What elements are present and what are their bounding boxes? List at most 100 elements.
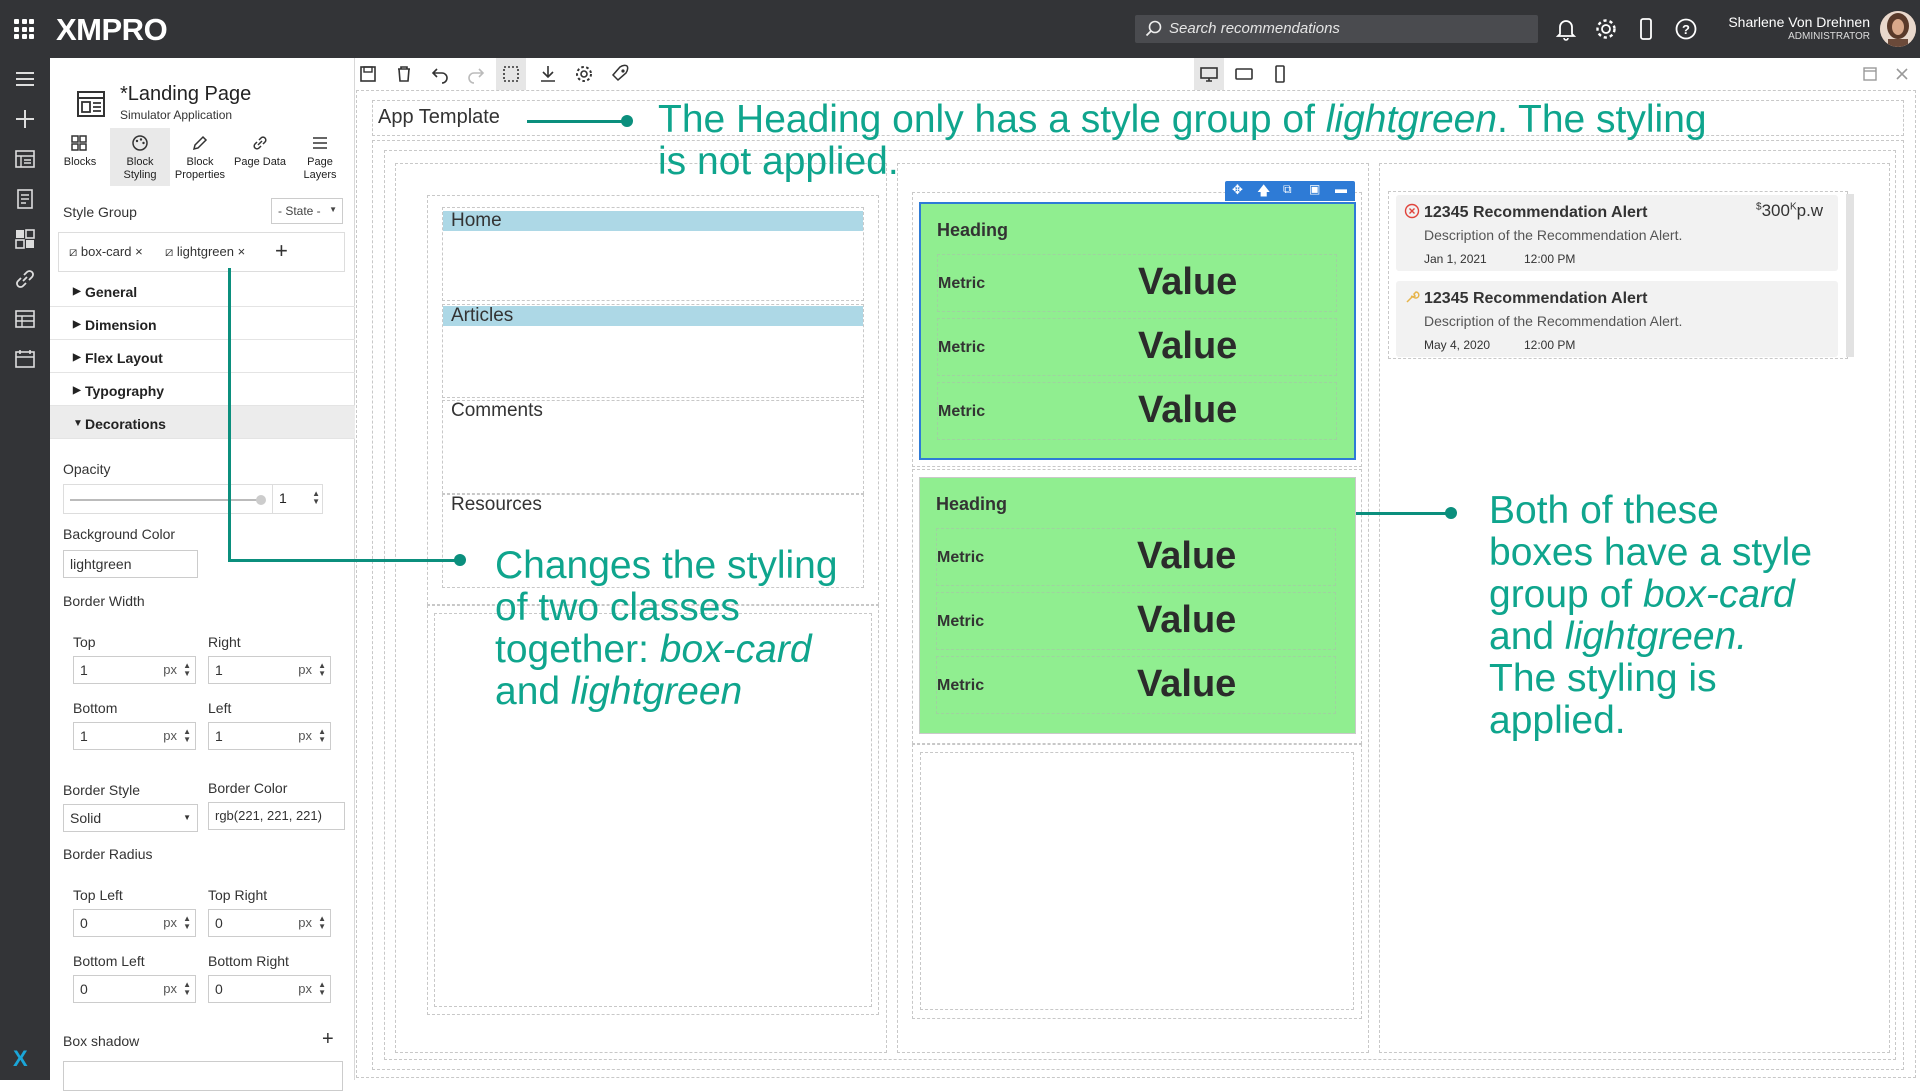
stepper-icon[interactable]: ▲▼	[318, 914, 326, 931]
table-icon[interactable]	[13, 307, 37, 331]
section-flex-layout[interactable]: ▶Flex Layout	[50, 340, 355, 373]
app-logo[interactable]: XMPRO	[56, 12, 168, 47]
dashboard-icon[interactable]	[13, 227, 37, 251]
tab-page-layers[interactable]: Page Layers	[290, 128, 350, 186]
delete-icon[interactable]	[392, 62, 416, 86]
maximize-icon[interactable]	[1858, 62, 1882, 86]
remove-tag-icon[interactable]: ×	[135, 244, 143, 259]
card-wrapper-2[interactable]	[912, 469, 1362, 744]
avatar[interactable]	[1880, 11, 1916, 47]
empty-block-left[interactable]	[427, 605, 879, 1015]
add-icon[interactable]	[13, 107, 37, 131]
close-icon[interactable]	[1890, 62, 1914, 86]
menu-item-articles[interactable]: Articles	[443, 306, 863, 326]
right-column[interactable]	[1379, 163, 1890, 1053]
opacity-input[interactable]: 1▲▼	[272, 485, 324, 513]
stepper-icon[interactable]: ▲▼	[183, 661, 191, 678]
app-template-header[interactable]	[372, 100, 1904, 136]
recommendation-alert-item[interactable]: 12345 Recommendation Alert Description o…	[1396, 195, 1838, 271]
settings-gear-icon[interactable]	[1593, 16, 1619, 42]
layout-container[interactable]	[384, 150, 1896, 1060]
menu-container[interactable]	[427, 195, 879, 605]
save-block-icon[interactable]: ▣	[1309, 182, 1321, 196]
apps-grid-icon[interactable]	[14, 19, 34, 39]
menu-block-home[interactable]	[442, 207, 864, 301]
rocket-icon[interactable]	[608, 62, 632, 86]
move-icon[interactable]: ✥	[1232, 182, 1243, 197]
add-box-shadow-icon[interactable]: +	[322, 1028, 334, 1050]
empty-block-middle[interactable]	[912, 744, 1362, 1019]
stepper-icon[interactable]: ▲▼	[183, 980, 191, 997]
border-style-select[interactable]: Solid▼	[63, 804, 198, 832]
card-wrapper-1[interactable]	[912, 192, 1362, 467]
tab-block-properties[interactable]: Block Properties	[170, 128, 230, 186]
download-icon[interactable]	[536, 62, 560, 86]
tab-blocks[interactable]: Blocks	[50, 128, 110, 186]
copy-icon[interactable]: ⧉	[1283, 182, 1292, 196]
menu-block-comments[interactable]	[442, 400, 864, 494]
section-dimension[interactable]: ▶Dimension	[50, 307, 355, 340]
alerts-scrollbar[interactable]	[1846, 194, 1854, 357]
opacity-slider-track[interactable]	[70, 499, 264, 501]
empty-block-middle-inner[interactable]	[920, 752, 1354, 1010]
add-tag-icon[interactable]: +	[275, 238, 288, 263]
page-body[interactable]	[372, 140, 1904, 1070]
box-shadow-field[interactable]	[63, 1061, 343, 1091]
document-icon[interactable]	[13, 187, 37, 211]
mobile-icon[interactable]	[1268, 62, 1292, 86]
xmpro-x-icon[interactable]: X	[13, 1046, 28, 1071]
apps-list-icon[interactable]	[13, 147, 37, 171]
undo-icon[interactable]	[428, 62, 452, 86]
recommendation-alert-item[interactable]: 12345 Recommendation Alert Description o…	[1396, 281, 1838, 357]
notification-bell-icon[interactable]	[1553, 16, 1579, 42]
menu-item-home[interactable]: Home	[443, 211, 863, 231]
search-input[interactable]: Search recommendations	[1135, 15, 1538, 43]
remove-tag-icon[interactable]: ×	[237, 244, 246, 259]
opacity-slider-handle[interactable]	[256, 495, 266, 505]
tag-box-card[interactable]: ⧄ box-card ×	[69, 244, 143, 259]
menu-block-articles[interactable]	[442, 304, 864, 398]
left-column[interactable]	[395, 163, 887, 1053]
tab-block-styling[interactable]: Block Styling	[110, 128, 170, 186]
tag-lightgreen[interactable]: ⧄ lightgreen ×	[165, 244, 246, 259]
background-color-input[interactable]: lightgreen	[63, 550, 198, 578]
menu-block-resources[interactable]	[442, 494, 864, 588]
section-typography[interactable]: ▶Typography	[50, 373, 355, 406]
stepper-icon[interactable]: ▲▼	[183, 914, 191, 931]
stepper-icon[interactable]: ▲▼	[312, 489, 320, 506]
stepper-icon[interactable]: ▲▼	[183, 727, 191, 744]
mobile-device-icon[interactable]	[1633, 16, 1659, 42]
empty-block-left-inner[interactable]	[434, 613, 872, 1007]
menu-item-comments[interactable]: Comments	[451, 400, 543, 421]
middle-column[interactable]	[897, 163, 1369, 1053]
tablet-icon[interactable]	[1232, 62, 1256, 86]
redo-icon[interactable]	[464, 62, 488, 86]
link-icon[interactable]	[13, 267, 37, 291]
settings-gear-icon[interactable]	[572, 62, 596, 86]
tab-page-data[interactable]: Page Data	[230, 128, 290, 186]
menu-item-resources[interactable]: Resources	[451, 494, 542, 515]
calendar-icon[interactable]	[13, 347, 37, 371]
state-select[interactable]: - State -▼	[271, 198, 343, 224]
stepper-icon[interactable]: ▲▼	[318, 727, 326, 744]
border-color-input[interactable]: rgb(221, 221, 221)	[208, 802, 345, 830]
toggle-outlines-button[interactable]	[496, 58, 526, 90]
select-parent-icon[interactable]: 🡅	[1257, 183, 1271, 198]
section-decorations[interactable]: ▼Decorations	[50, 406, 355, 439]
stepper-icon[interactable]: ▲▼	[318, 661, 326, 678]
stepper-icon[interactable]: ▲▼	[318, 980, 326, 997]
user-name[interactable]: Sharlene Von Drehnen	[1728, 14, 1870, 30]
delete-icon[interactable]: ▬	[1335, 182, 1347, 196]
hamburger-menu-icon[interactable]	[13, 67, 37, 91]
help-icon[interactable]: ?	[1673, 16, 1699, 42]
